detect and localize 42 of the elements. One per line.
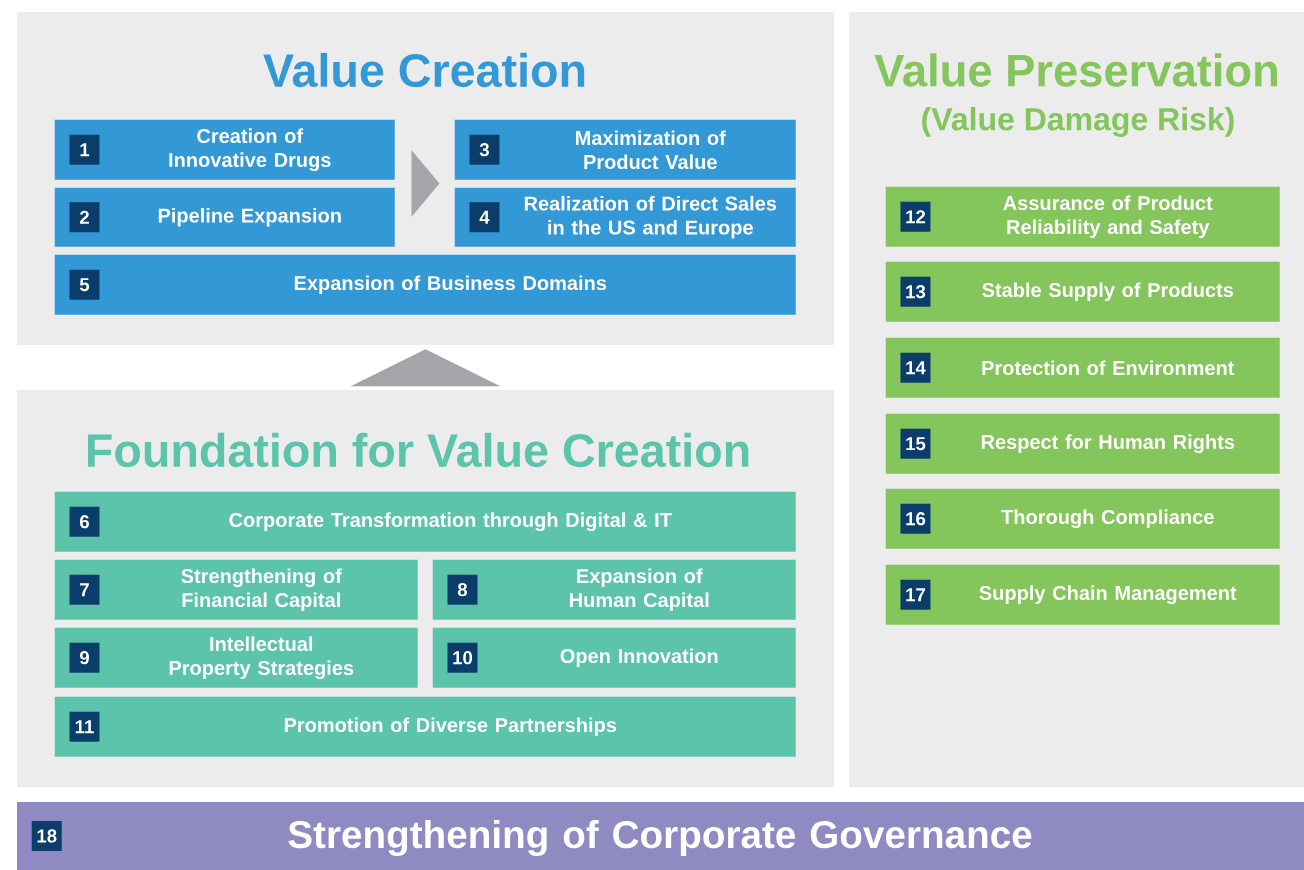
- item-box: 8 Expansion of Human Capital: [432, 559, 796, 620]
- number-badge: 14: [900, 352, 931, 383]
- item-box: 1 Creation of Innovative Drugs: [54, 119, 395, 180]
- arrow: [350, 349, 501, 387]
- number-badge: 9: [69, 642, 100, 673]
- panel-title: Foundation for Value Creation: [87, 432, 749, 468]
- item-box: 15 Respect for Human Rights: [885, 413, 1280, 474]
- item-box: 3 Maximization of Product Value: [454, 119, 796, 180]
- number-badge: 18: [31, 821, 62, 851]
- number-badge: 13: [900, 276, 931, 307]
- number-badge: 10: [447, 642, 478, 673]
- number-badge: 12: [900, 201, 931, 232]
- number-badge: 17: [900, 579, 931, 610]
- number-badge: 4: [469, 202, 500, 233]
- panel-title: (Value Damage Risk): [922, 107, 1234, 137]
- number-badge: 5: [69, 269, 100, 300]
- item-box: 11 Promotion of Diverse Partnerships: [54, 696, 796, 757]
- number-badge: 8: [447, 574, 478, 605]
- number-badge: 16: [900, 503, 931, 534]
- item-box: 13 Stable Supply of Products: [885, 261, 1280, 322]
- panel-title: Value Preservation: [874, 53, 1277, 87]
- number-badge: 11: [69, 711, 100, 742]
- arrow: [411, 150, 440, 217]
- number-badge: 15: [900, 428, 931, 459]
- item-box: 9 Intellectual Property Strategies: [54, 627, 418, 688]
- item-box: 4 Realization of Direct Sales in the US and Europe: [454, 187, 796, 247]
- item-box: 6 Corporate Transformation through Digital & IT: [54, 491, 796, 552]
- item-box: 17 Supply Chain Management: [885, 564, 1280, 625]
- governance-band: 18 Strengthening of Corporate Governance: [17, 802, 1304, 870]
- panel-title: Value Creation: [263, 52, 585, 88]
- number-badge: 3: [469, 134, 500, 165]
- item-box: 12 Assurance of Product Reliability and Safety: [885, 186, 1280, 247]
- number-badge: 6: [69, 506, 100, 537]
- item-box: 2 Pipeline Expansion: [54, 187, 395, 247]
- item-box: 10 Open Innovation: [432, 627, 796, 688]
- item-box: 14 Protection of Environment: [885, 337, 1280, 398]
- number-badge: 7: [69, 574, 100, 605]
- item-box: 7 Strengthening of Financial Capital: [54, 559, 418, 620]
- item-box: 5 Expansion of Business Domains: [54, 254, 796, 315]
- number-badge: 2: [69, 202, 100, 233]
- number-badge: 1: [69, 134, 100, 165]
- item-box: 16 Thorough Compliance: [885, 488, 1280, 549]
